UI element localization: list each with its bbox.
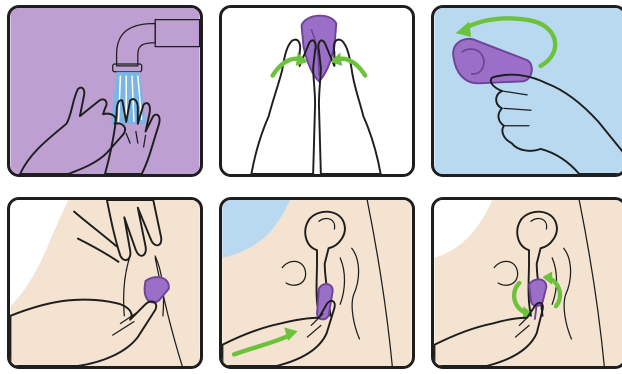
rotate-inside-illustration bbox=[434, 200, 622, 366]
fold-cup-illustration bbox=[222, 8, 412, 174]
step-panel-1-wash-hands bbox=[7, 5, 203, 177]
step-panel-3-rotate-cup bbox=[431, 5, 622, 177]
step-panel-6-rotate-inside bbox=[431, 197, 622, 369]
wash-hands-illustration bbox=[10, 8, 200, 174]
step-panel-5-insert-cup bbox=[219, 197, 415, 369]
step-panel-2-fold-cup bbox=[219, 5, 415, 177]
step-panel-4-position-cup bbox=[7, 197, 203, 369]
rotate-cup-illustration bbox=[434, 8, 622, 174]
position-cup-illustration bbox=[10, 200, 200, 366]
insert-cup-illustration bbox=[222, 200, 412, 366]
